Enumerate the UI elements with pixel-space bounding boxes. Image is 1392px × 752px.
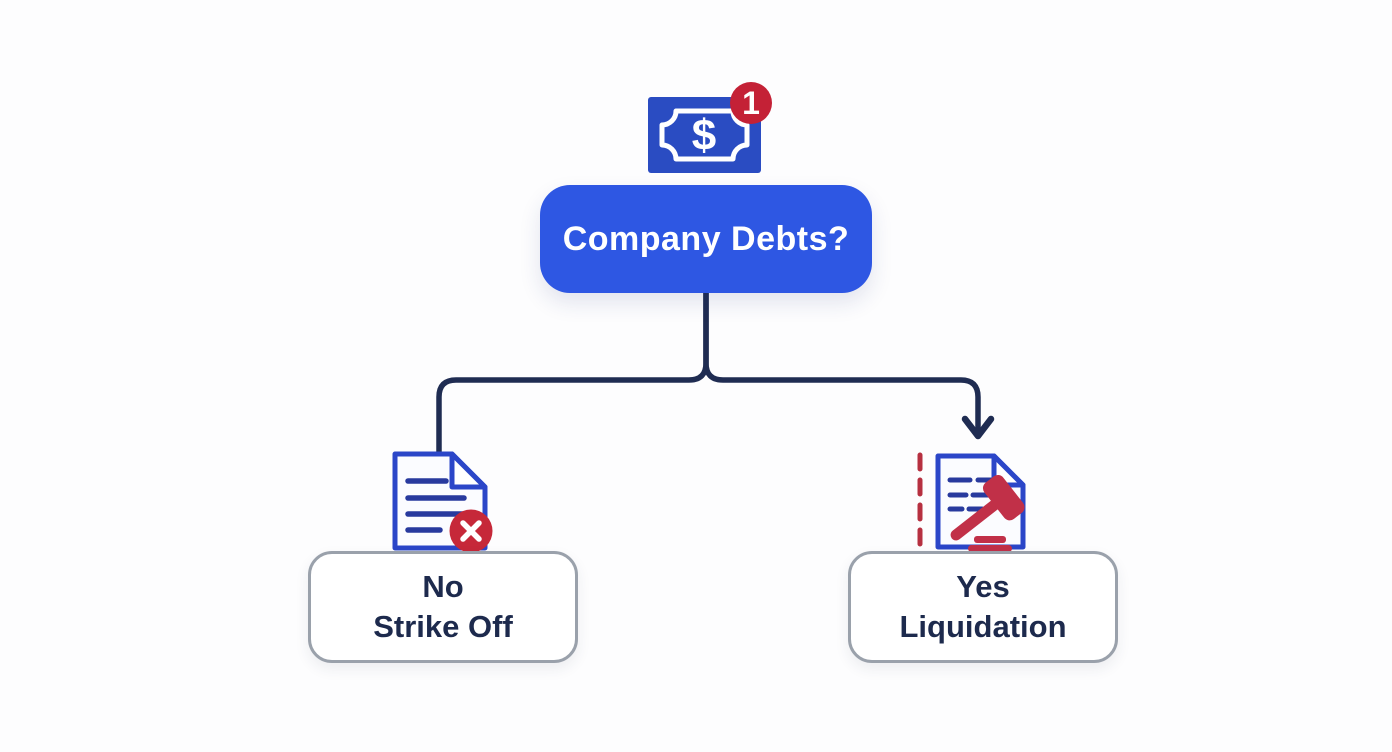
answer-label-yes: Yes bbox=[956, 569, 1010, 604]
x-mark-icon bbox=[460, 520, 482, 542]
outcome-label-liquidation: Liquidation bbox=[899, 609, 1067, 644]
document-fold bbox=[449, 451, 488, 490]
gavel-base-bottom bbox=[968, 545, 1012, 552]
document-rejected-icon bbox=[392, 451, 493, 553]
decision-node-company-debts: Company Debts? bbox=[540, 185, 872, 293]
decision-label: Company Debts? bbox=[562, 219, 850, 258]
arrow-down-icon bbox=[961, 415, 995, 440]
connector-branch-left bbox=[436, 290, 709, 455]
money-bill-icon: $ 1 bbox=[648, 82, 772, 173]
dollar-symbol: $ bbox=[692, 111, 716, 160]
outcome-label-strike-off: Strike Off bbox=[373, 609, 513, 644]
answer-label-no: No bbox=[422, 569, 464, 604]
badge-count: 1 bbox=[742, 85, 760, 121]
gavel-head bbox=[982, 475, 1025, 521]
badge-circle bbox=[730, 82, 772, 124]
gavel-icon bbox=[950, 475, 1025, 552]
outcome-node-strike-off: No Strike Off bbox=[308, 551, 578, 663]
gavel-base-top bbox=[974, 536, 1006, 543]
rejected-badge bbox=[449, 509, 493, 553]
bill-inner-frame bbox=[659, 108, 750, 162]
notification-badge: 1 bbox=[730, 82, 772, 124]
outcome-node-liquidation: Yes Liquidation bbox=[848, 551, 1118, 663]
connector-branch-right bbox=[703, 290, 981, 432]
document-text-lines bbox=[405, 478, 467, 533]
gavel-handle bbox=[950, 494, 1007, 541]
document-gavel-icon bbox=[917, 452, 1026, 552]
